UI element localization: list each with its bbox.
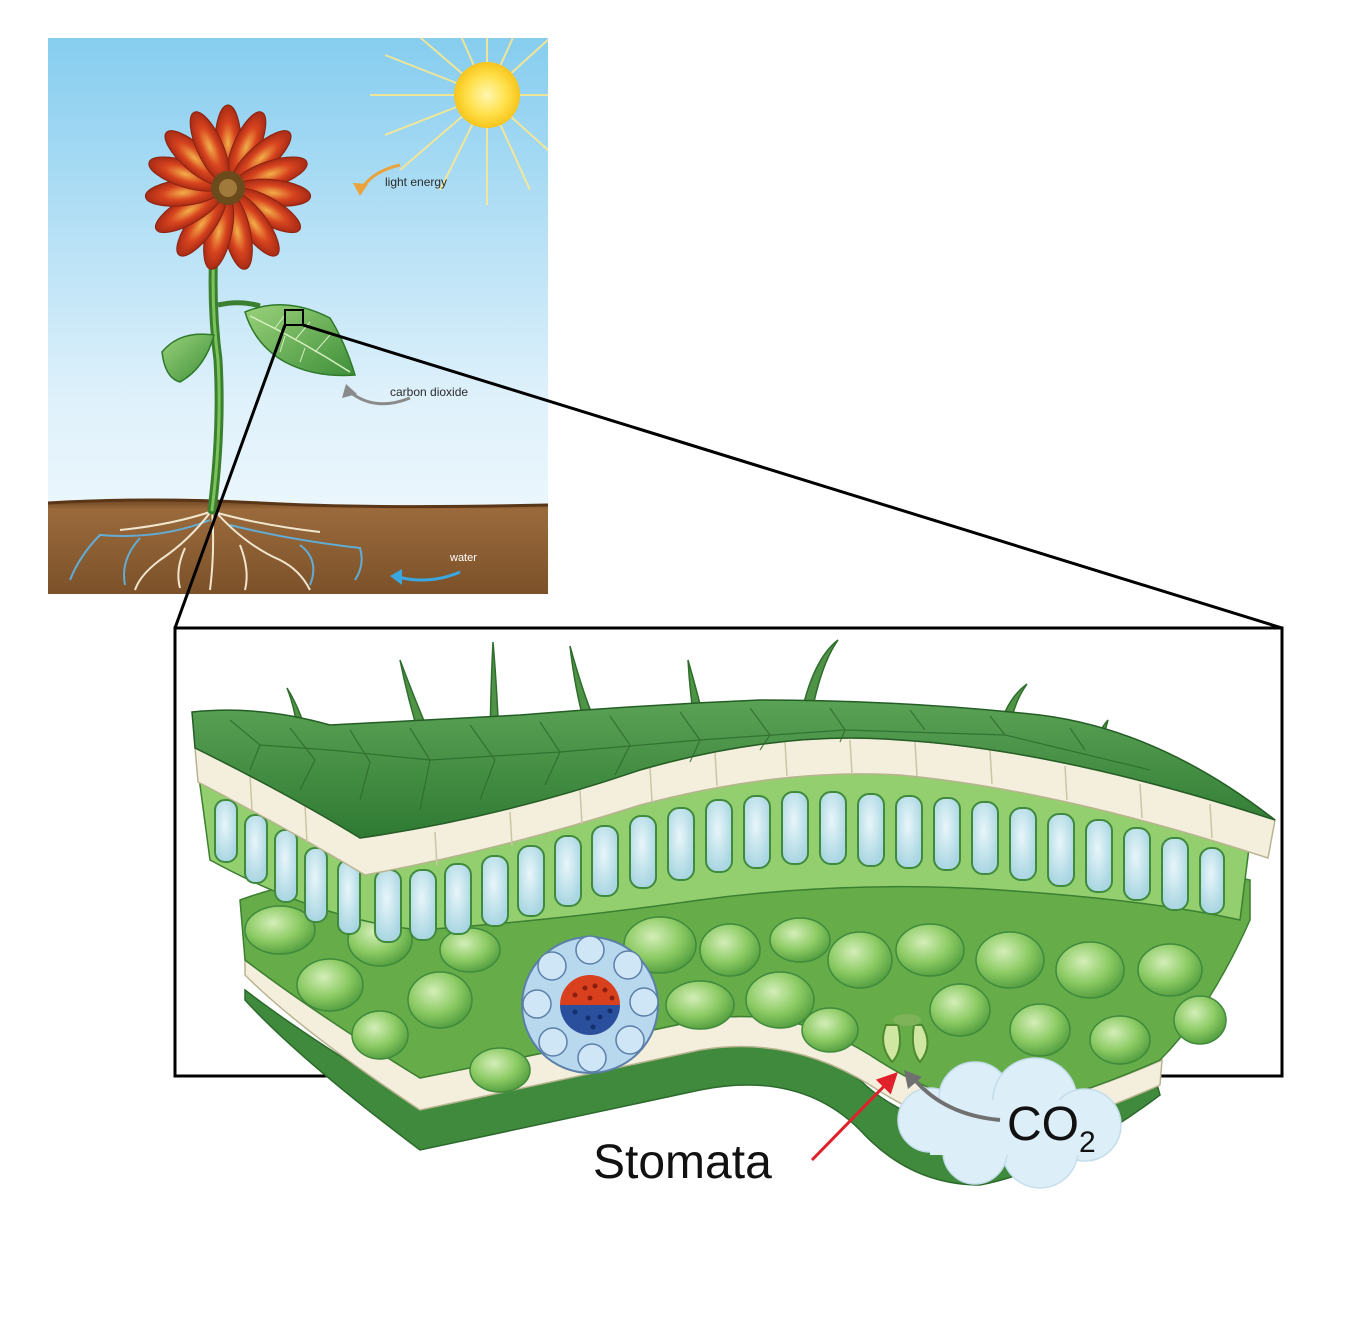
flower-head [144, 104, 312, 270]
vascular-bundle [521, 935, 659, 1074]
water-label: water [449, 552, 477, 564]
water-arrow [397, 570, 461, 582]
soil [48, 500, 548, 594]
spongy-cells [244, 905, 1227, 1093]
light-energy-label: light energy [385, 175, 447, 189]
plant-leaf-right [217, 300, 356, 377]
plant-roots [119, 509, 321, 591]
stomata-label: Stomata [593, 1136, 772, 1189]
stomata-pointer-arrow [810, 1071, 898, 1162]
co2-label: CO2 [1007, 1098, 1096, 1159]
palisade-cells [214, 791, 1225, 943]
carbon-dioxide-arrow [349, 390, 411, 406]
leaf-cross-section [191, 639, 1276, 1189]
zoom-line-left [173, 324, 287, 629]
co2-label-subscript: 2 [1079, 1126, 1096, 1159]
co2-entry-arrow [913, 1078, 1001, 1122]
stomata-guard-cells [882, 1014, 929, 1064]
water-roots [69, 519, 363, 586]
zoom-line-right [302, 323, 1283, 630]
upper-epidermis-cells [249, 739, 1213, 867]
sun-icon [370, 38, 548, 205]
top-surface-cells [229, 707, 1151, 811]
carbon-dioxide-label: carbon dioxide [390, 385, 468, 399]
plant-panel: light energy water [48, 38, 548, 594]
plant-leaf-left [161, 333, 215, 383]
co2-label-main: CO [1007, 1098, 1079, 1151]
zoom-source-box [284, 309, 304, 326]
